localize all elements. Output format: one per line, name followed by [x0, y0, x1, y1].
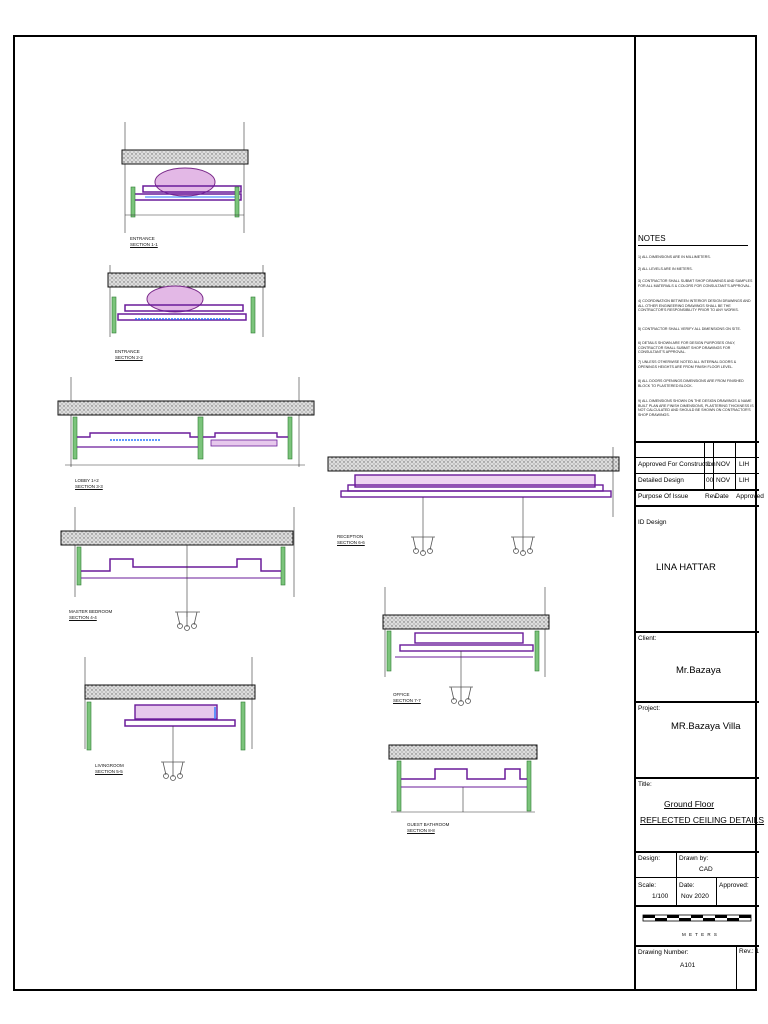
title-line-1: Ground Floor — [664, 799, 715, 809]
note-item: 2) ALL LEVELS ARE IN METERS. — [638, 267, 693, 271]
date-value: Nov 2020 — [681, 893, 709, 900]
drawing-number-label: Drawing Number: — [638, 949, 689, 956]
scale-value: 1/100 — [652, 893, 669, 900]
drawing-number: A101 — [680, 962, 696, 969]
notes-title: NOTES — [638, 234, 666, 243]
approved-label: Approved: — [719, 882, 749, 889]
note-item: 5) CONTRACTOR SHALL VERIFY ALL DIMENSION… — [638, 327, 741, 331]
project-label: Project: — [638, 705, 661, 712]
note-item: 3) CONTRACTOR SHALL SUBMIT SHOP DRAWINGS… — [638, 279, 753, 288]
revision-header-date: Date — [715, 493, 729, 500]
revision-header-rev: Rev. — [705, 493, 718, 500]
date-label: Date: — [679, 882, 695, 889]
section-6-6 — [327, 447, 620, 556]
title-line-2: REFLECTED CEILING DETAILS — [640, 815, 765, 825]
note-item: 1) ALL DIMENSIONS ARE IN MILLIMETERS. — [638, 255, 711, 259]
note-item: 6) DETAILS SHOWN ARE FOR DESIGN PURPOSES… — [638, 341, 736, 355]
drawn-by-value: CAD — [699, 866, 713, 873]
section-3-3 — [57, 377, 315, 467]
client-label: Client: — [638, 635, 657, 642]
revision-rev: 00 — [706, 477, 714, 484]
revision-date: NOV — [716, 477, 731, 484]
note-item: 9) ALL DIMENSIONS SHOWN ON THE DESIGN DR… — [638, 399, 754, 417]
section-8-8 — [388, 744, 538, 813]
section-4-4 — [60, 507, 295, 631]
design-label: Design: — [638, 855, 661, 862]
revision-approved: LIH — [739, 477, 750, 484]
revision-date: NOV — [716, 461, 731, 468]
revision-approved: LIH — [739, 461, 750, 468]
section-1-1 — [121, 122, 249, 233]
drawn-by-label: Drawn by: — [679, 855, 709, 862]
designer-name: LINA HATTAR — [656, 562, 716, 573]
note-item: 7) UNLESS OTHERWISE NOTED ALL INTERNAL D… — [638, 360, 737, 369]
client-name: Mr.Bazaya — [676, 665, 721, 676]
project-name: MR.Bazaya Villa — [671, 721, 741, 732]
scale-bar-unit: M E T E R S — [682, 932, 718, 937]
revision-rev: 1 — [707, 461, 711, 468]
section-5-5 — [84, 657, 256, 781]
ceiling-sections-drawing — [57, 122, 620, 813]
note-item: 8) ALL DOORS OPENINGS DIMENSIONS ARE FRO… — [638, 379, 744, 388]
scale-label: Scale: — [638, 882, 657, 889]
section-7-7 — [382, 587, 550, 706]
revision-purpose: Detailed Design — [638, 477, 684, 484]
title-label: Title: — [638, 781, 652, 788]
revision-header-purpose: Purpose Of Issue — [638, 493, 689, 500]
note-item: 4) COORDINATION BETWEEN INTERIOR DESIGN … — [638, 299, 751, 313]
scale-bar — [642, 914, 752, 922]
revision-purpose: Approved For Construction — [638, 461, 716, 468]
revision-header-approved: Approved — [736, 493, 764, 500]
title-block: NOTES 1) ALL DIMENSIONS ARE IN MILLIMETE… — [634, 37, 764, 989]
section-2-2 — [107, 265, 266, 337]
drawing-revision: Rev.: 1 — [739, 948, 760, 955]
id-design-label: ID Design — [638, 519, 667, 526]
